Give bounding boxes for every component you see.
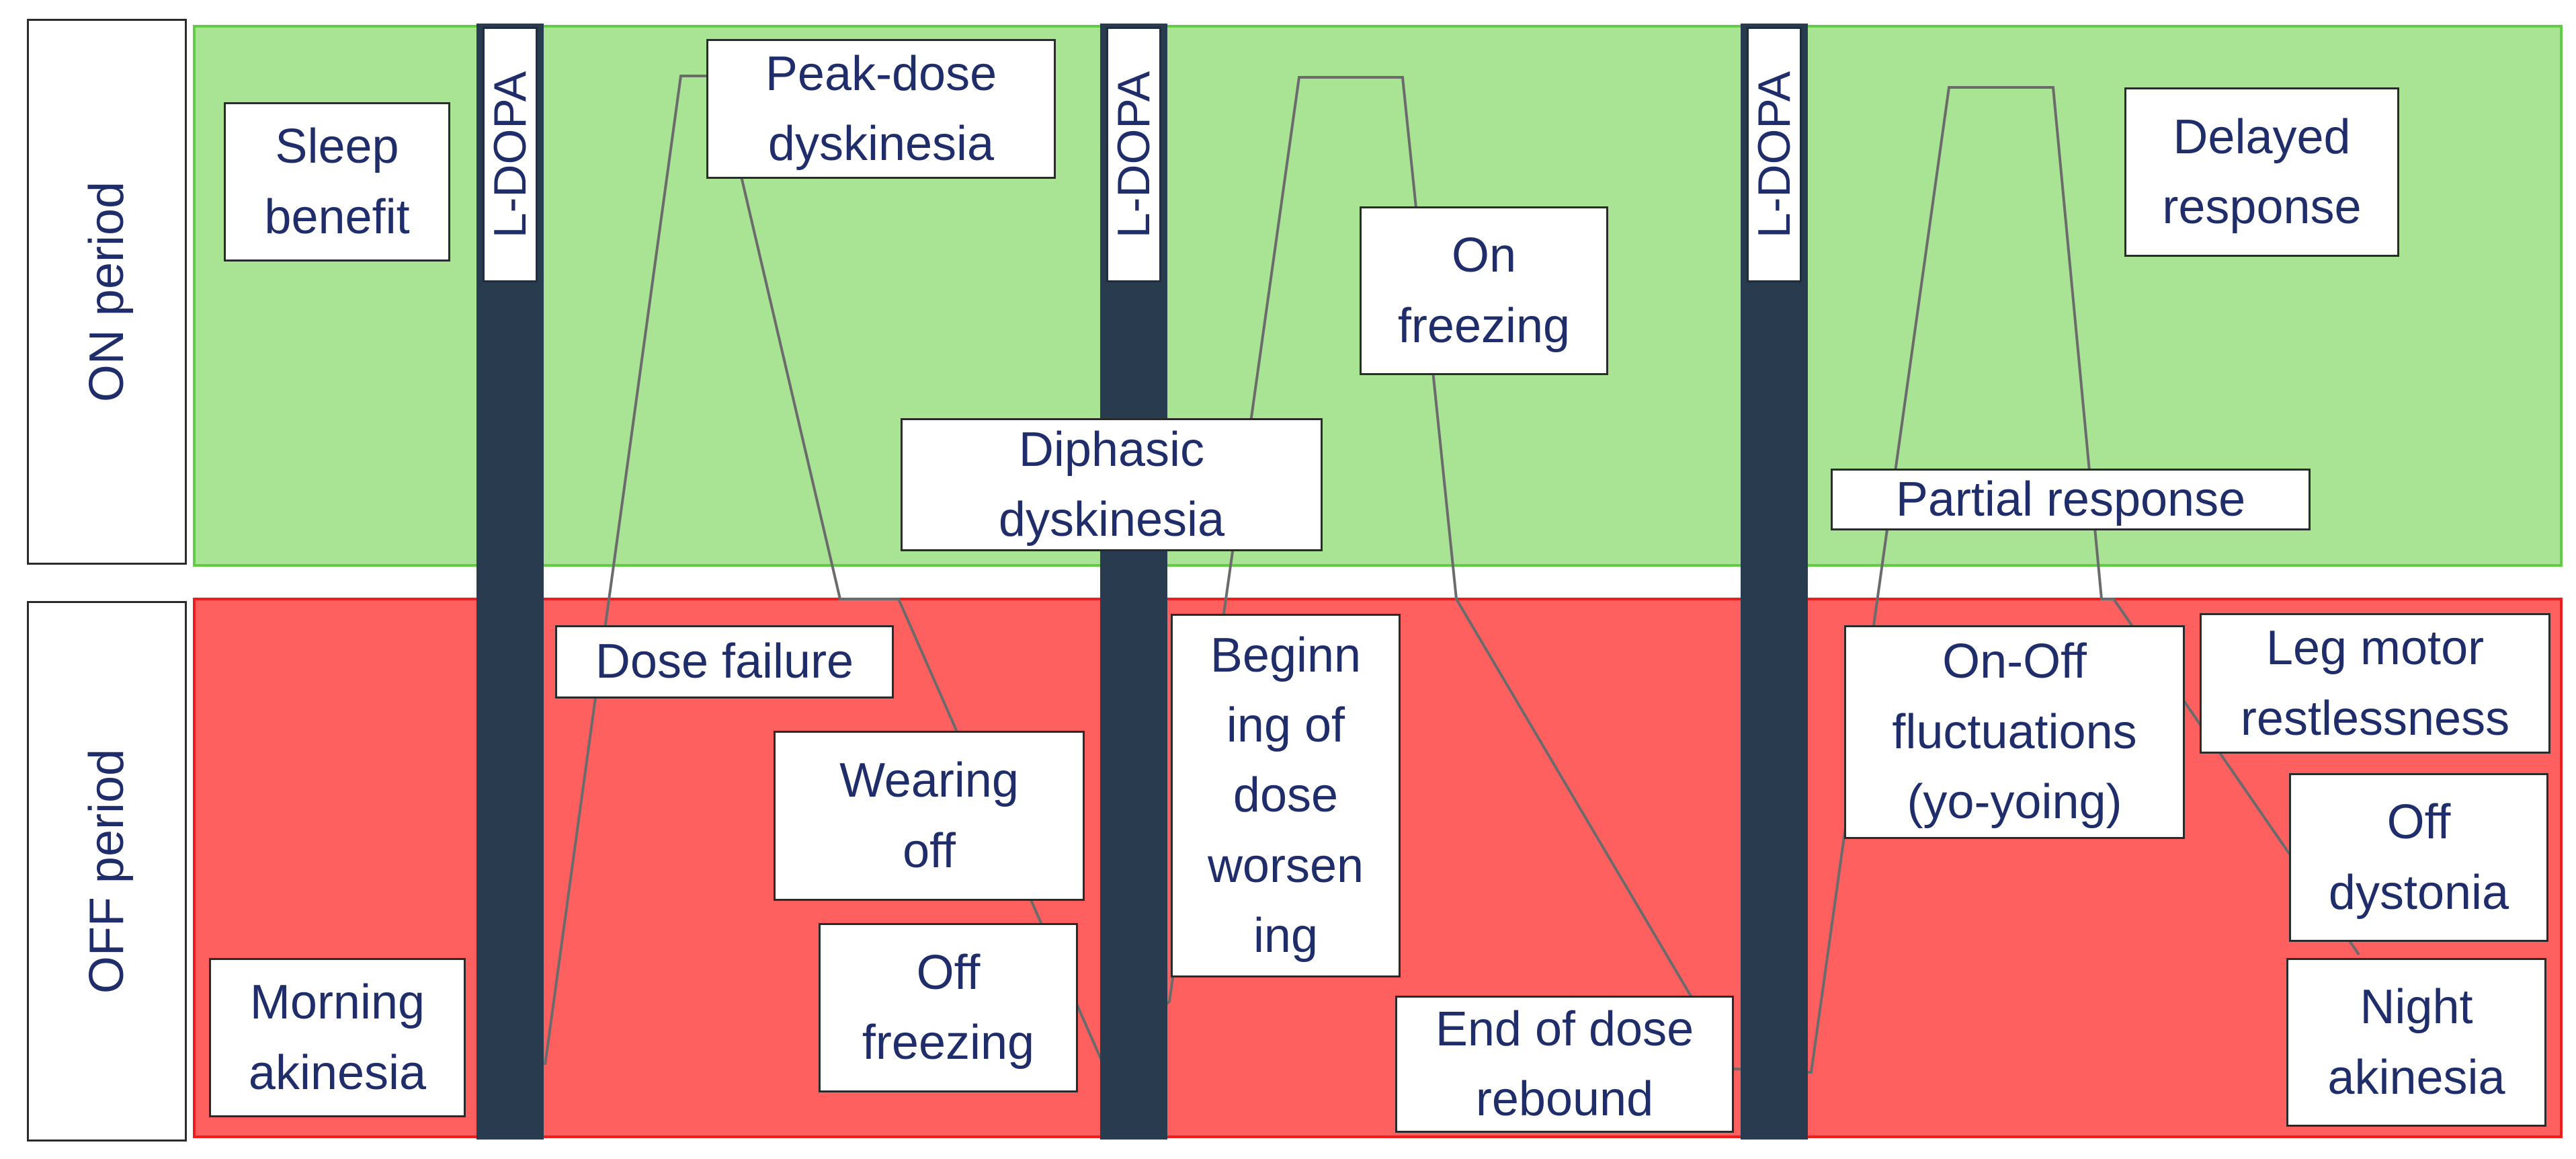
night-akinesia-box: Night akinesia bbox=[2286, 958, 2546, 1127]
ldopa-label-1: L-DOPA bbox=[483, 27, 538, 282]
ldopa-label-2: L-DOPA bbox=[1106, 27, 1161, 282]
off-period-label: OFF period bbox=[27, 601, 187, 1142]
off-dystonia-box: Off dystonia bbox=[2289, 773, 2548, 942]
ldopa-text-2: L-DOPA bbox=[1108, 71, 1159, 239]
wearing-off-box: Wearing off bbox=[774, 731, 1085, 901]
on-off-fluctuations-box: On-Off fluctuations (yo-yoing) bbox=[1844, 625, 2185, 839]
ldopa-text-1: L-DOPA bbox=[485, 71, 536, 239]
leg-motor-restlessness-box: Leg motor restlessness bbox=[2200, 613, 2550, 754]
ldopa-text-3: L-DOPA bbox=[1749, 71, 1800, 239]
response-curve-line bbox=[544, 75, 2360, 1074]
delayed-response-box: Delayed response bbox=[2124, 87, 2399, 257]
sleep-benefit-box: Sleep benefit bbox=[224, 102, 450, 262]
dose-failure-box: Dose failure bbox=[555, 625, 894, 698]
end-of-dose-rebound-box: End of dose rebound bbox=[1395, 996, 1734, 1133]
partial-response-box: Partial response bbox=[1831, 469, 2311, 530]
on-freezing-box: On freezing bbox=[1360, 206, 1608, 375]
peak-dose-dyskinesia-box: Peak-dose dyskinesia bbox=[706, 39, 1056, 179]
on-period-label: ON period bbox=[27, 19, 187, 565]
diphasic-dyskinesia-box: Diphasic dyskinesia bbox=[901, 418, 1323, 551]
beginning-of-dose-worsening-box: Beginn ing of dose worsen ing bbox=[1171, 614, 1401, 977]
ldopa-label-3: L-DOPA bbox=[1747, 27, 1802, 282]
off-freezing-box: Off freezing bbox=[819, 923, 1078, 1092]
morning-akinesia-box: Morning akinesia bbox=[209, 958, 466, 1117]
